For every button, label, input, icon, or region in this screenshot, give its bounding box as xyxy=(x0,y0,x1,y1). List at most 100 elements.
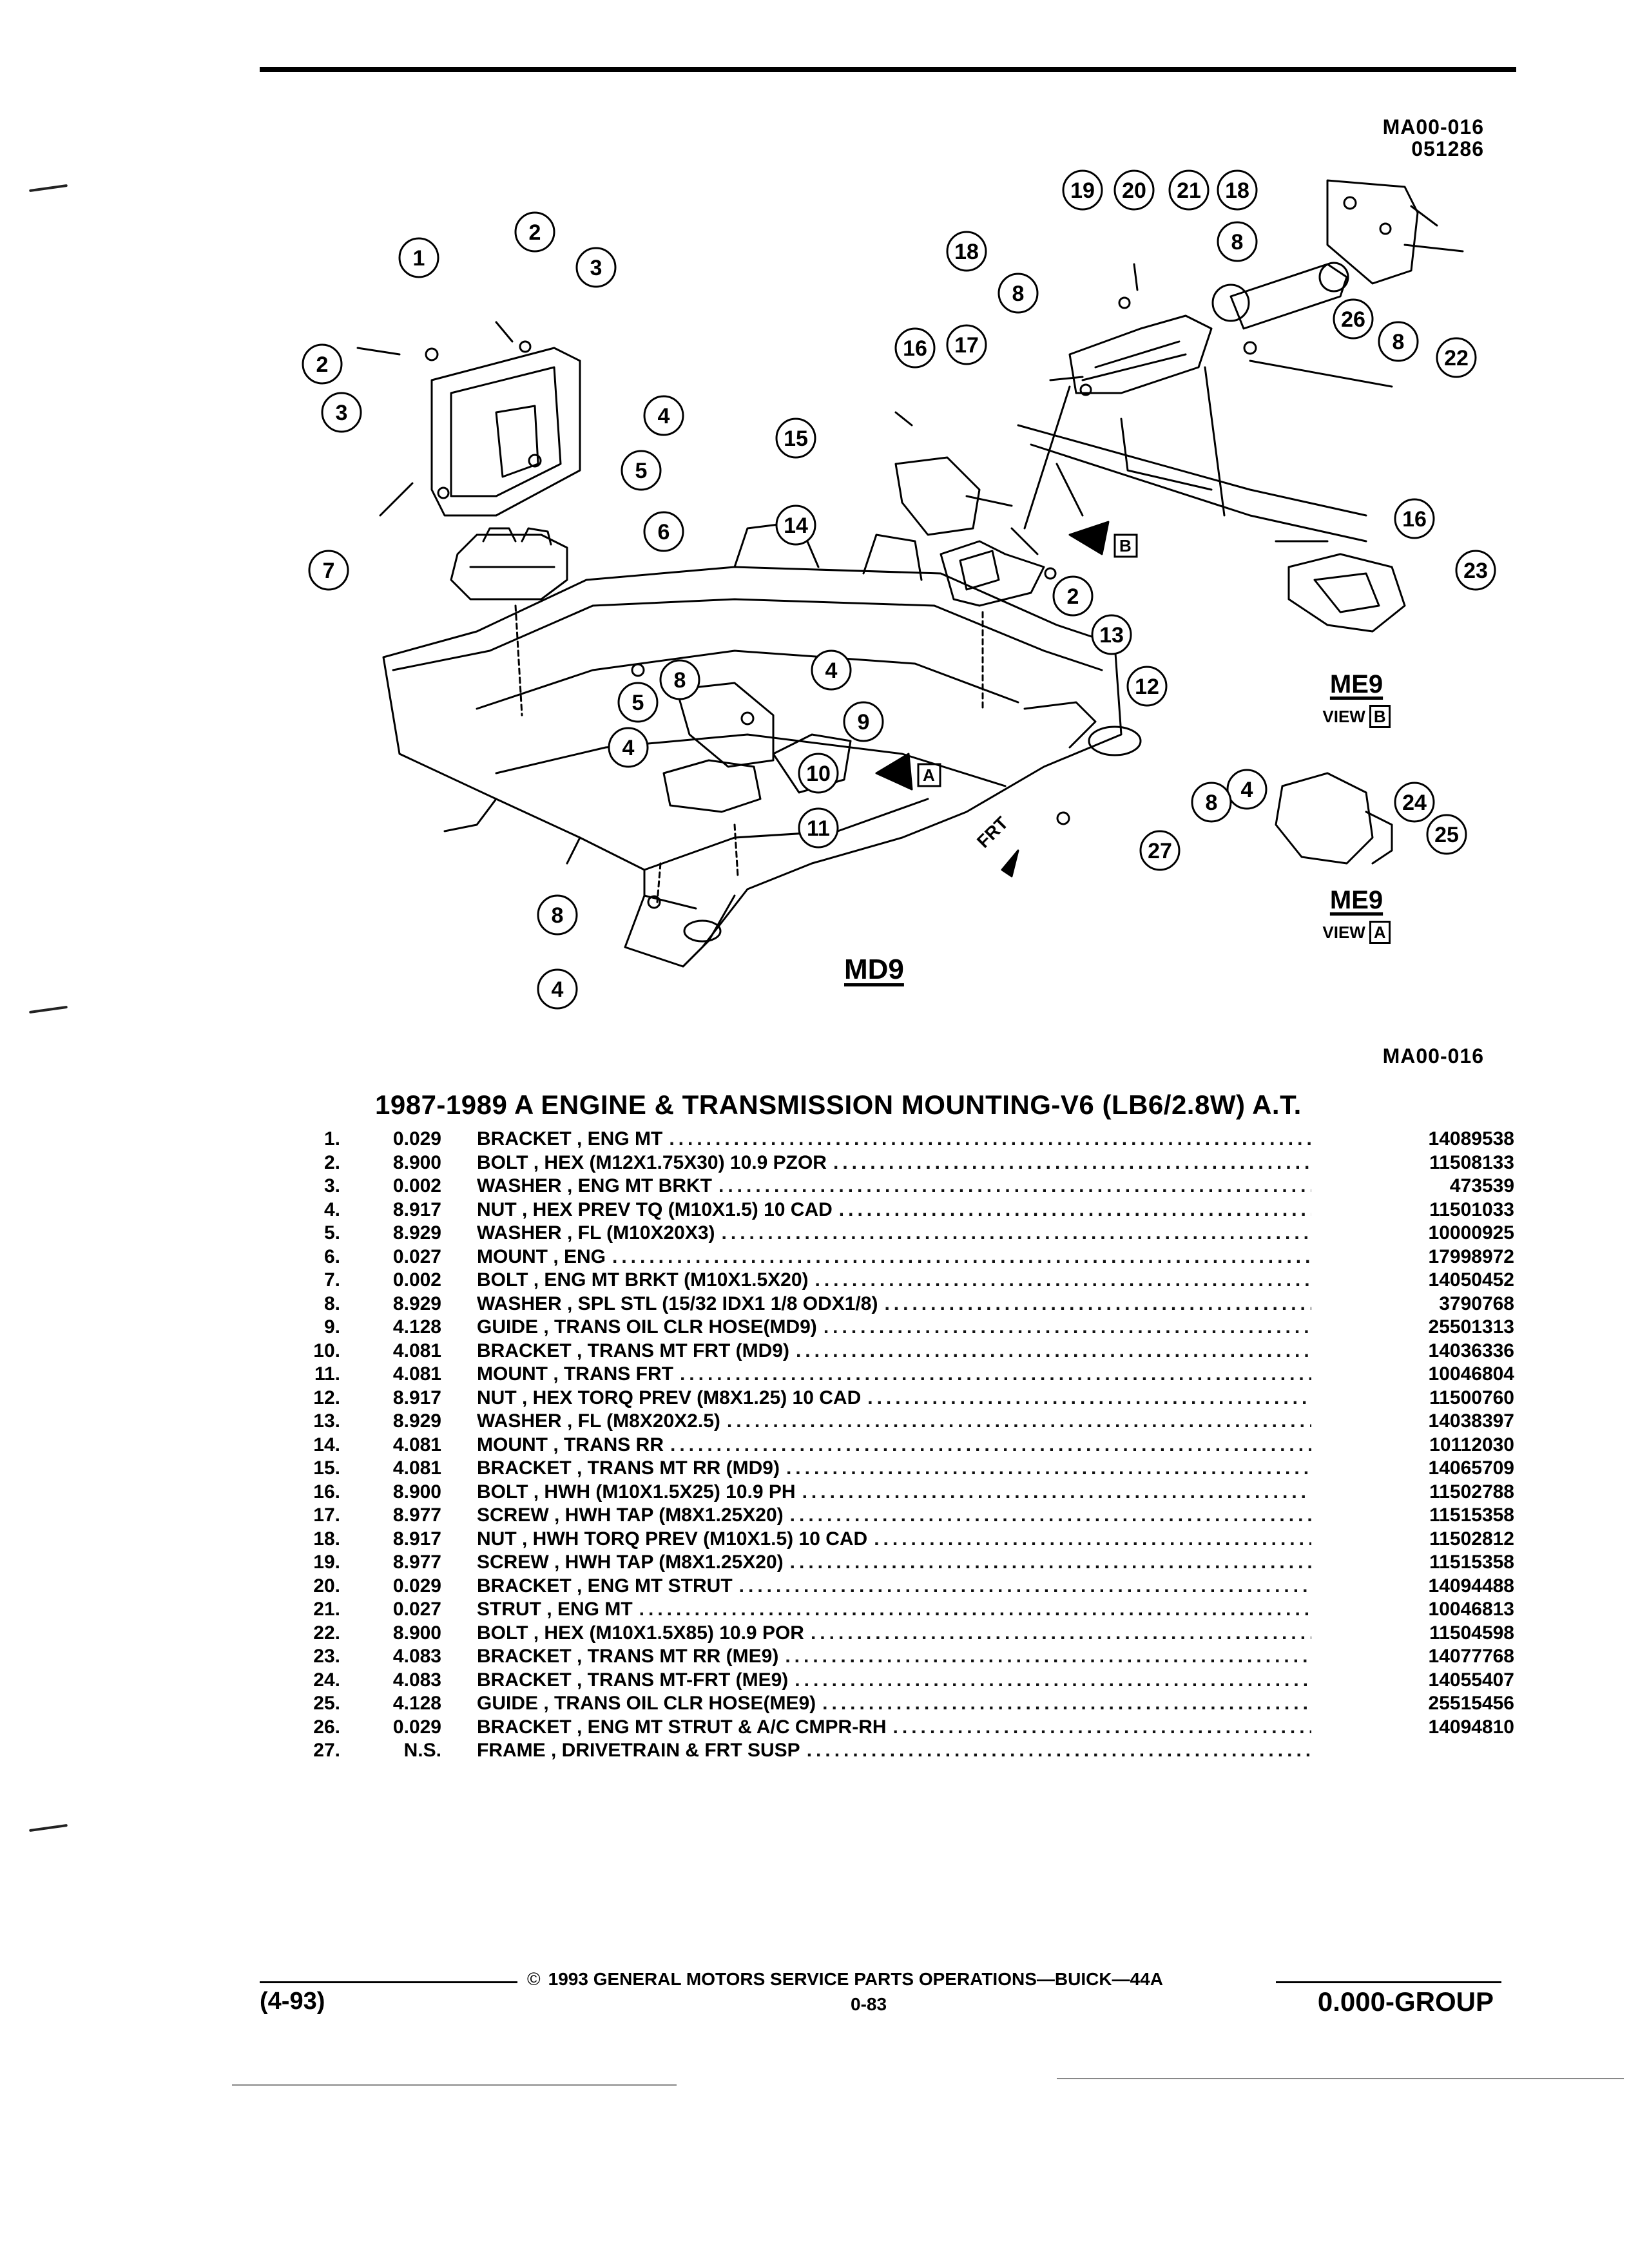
callout: 20 xyxy=(1113,169,1155,211)
item-number: 21. xyxy=(313,1599,340,1620)
description: GUIDE , TRANS OIL CLR HOSE(ME9).........… xyxy=(477,1693,1311,1714)
callout-number: 13 xyxy=(1099,623,1124,648)
item-number: 12. xyxy=(313,1387,340,1408)
callout: 27 xyxy=(1139,830,1181,871)
callout: 8 xyxy=(1217,221,1258,262)
md9-label: MD9 xyxy=(844,954,904,985)
part-number: 14050452 xyxy=(1428,1269,1514,1291)
group-code: 8.977 xyxy=(392,1504,441,1526)
part-number: 11500760 xyxy=(1429,1387,1514,1408)
callout: 24 xyxy=(1394,782,1435,823)
callout-number: 8 xyxy=(674,668,686,693)
part-number: 11502788 xyxy=(1429,1481,1514,1503)
part-number: 25515456 xyxy=(1428,1693,1514,1714)
description: STRUT , ENG MT..........................… xyxy=(477,1599,1311,1620)
arrow-a-letter: A xyxy=(923,765,935,785)
callout: 18 xyxy=(946,231,987,272)
callout-number: 8 xyxy=(1231,230,1244,255)
callout: 6 xyxy=(643,511,684,552)
callout-number: 3 xyxy=(336,401,348,425)
group-code: 4.081 xyxy=(392,1363,441,1385)
trans-rear-bracket xyxy=(894,456,981,536)
callout: 10 xyxy=(798,753,839,794)
description: BOLT , HEX (M10X1.5X85) 10.9 POR........… xyxy=(477,1622,1311,1644)
description: WASHER , FL (M8X20X2.5).................… xyxy=(477,1410,1311,1432)
item-number: 3. xyxy=(323,1175,340,1196)
item-number: 26. xyxy=(313,1716,340,1738)
callout: 3 xyxy=(321,392,362,433)
callout: 16 xyxy=(894,327,936,369)
group-code: 8.929 xyxy=(392,1222,441,1244)
punch-mark xyxy=(29,184,68,193)
description: BRACKET , TRANS MT-FRT (ME9)............… xyxy=(477,1669,1311,1691)
item-number: 14. xyxy=(313,1434,340,1456)
callout-number: 17 xyxy=(954,333,979,358)
callout: 4 xyxy=(537,968,578,1010)
description: WASHER , FL (M10X20X3)..................… xyxy=(477,1222,1311,1244)
item-number: 10. xyxy=(313,1340,340,1361)
item-number: 1. xyxy=(323,1128,340,1149)
copyright: ©1993 GENERAL MOTORS SERVICE PARTS OPERA… xyxy=(527,1969,1163,1989)
part-number: 25501313 xyxy=(1428,1316,1514,1338)
callout: 21 xyxy=(1168,169,1210,211)
description: BRACKET , ENG MT STRUT..................… xyxy=(477,1575,1311,1597)
callout: 4 xyxy=(608,727,649,768)
arrow-a xyxy=(875,753,913,791)
group-code: 8.917 xyxy=(392,1528,441,1550)
description: BRACKET , TRANS MT FRT (MD9)............… xyxy=(477,1340,1311,1361)
description: WASHER , ENG MT BRKT....................… xyxy=(477,1175,1311,1196)
callout-number: 4 xyxy=(552,977,564,1002)
item-number: 19. xyxy=(313,1552,340,1573)
parts-row: 27.N.S.FRAME , DRIVETRAIN & FRT SUSP....… xyxy=(303,1739,1514,1763)
callout: 2 xyxy=(302,343,343,385)
callout: 8 xyxy=(659,659,700,700)
part-number: 473539 xyxy=(1449,1175,1514,1196)
item-number: 22. xyxy=(313,1622,340,1644)
group-code: 4.081 xyxy=(392,1434,441,1456)
description: MOUNT , ENG.............................… xyxy=(477,1245,1311,1267)
callout: 11 xyxy=(798,807,839,849)
callout: 26 xyxy=(1333,298,1374,340)
callout-number: 25 xyxy=(1434,823,1459,847)
group-code: 8.900 xyxy=(392,1481,441,1503)
callout: 13 xyxy=(1091,614,1132,655)
strut-bracket xyxy=(1068,314,1213,394)
callout-number: 11 xyxy=(807,816,830,841)
callout-number: 21 xyxy=(1177,178,1201,203)
item-number: 15. xyxy=(313,1457,340,1479)
callout: 22 xyxy=(1436,337,1477,378)
footer-rule-left xyxy=(260,1981,517,1983)
group-code: 0.027 xyxy=(392,1599,441,1620)
callout-number: 4 xyxy=(1241,778,1253,802)
description: FRAME , DRIVETRAIN & FRT SUSP...........… xyxy=(477,1740,1311,1761)
item-number: 23. xyxy=(313,1646,340,1667)
callout: 8 xyxy=(1378,321,1419,362)
callout: 18 xyxy=(1217,169,1258,211)
callout: 2 xyxy=(514,211,555,253)
group-code: 8.900 xyxy=(392,1622,441,1644)
item-number: 11. xyxy=(314,1363,340,1385)
callout-number: 8 xyxy=(1206,791,1218,815)
description: BOLT , HWH (M10X1.5X25) 10.9 PH.........… xyxy=(477,1481,1311,1503)
page-number: 0-83 xyxy=(851,1994,887,2014)
ref-code-bottom: MA00-016 xyxy=(1382,1044,1484,1068)
callout-number: 4 xyxy=(622,736,635,760)
part-number: 14055407 xyxy=(1428,1669,1514,1691)
ref-date-code: 051286 xyxy=(1411,137,1484,160)
revision-date: (4-93) xyxy=(260,1988,325,2015)
part-number: 11502812 xyxy=(1429,1528,1514,1550)
part-number: 10046813 xyxy=(1428,1599,1514,1620)
group-code: 4.128 xyxy=(392,1693,441,1714)
group-code: 8.929 xyxy=(392,1293,441,1314)
